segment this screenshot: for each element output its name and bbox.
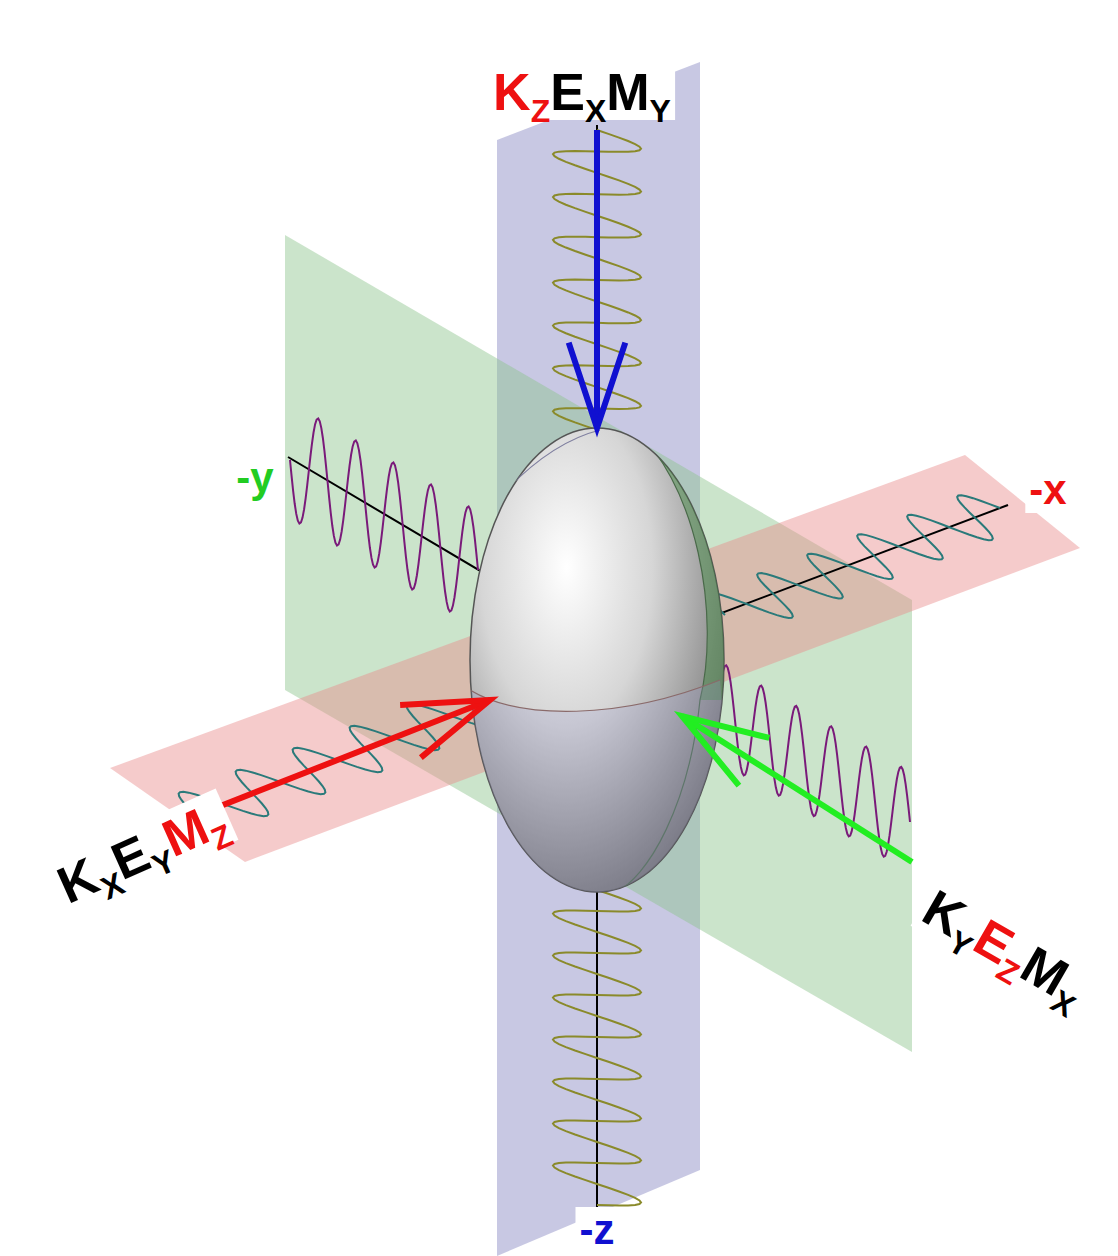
arrow-shaft [594,130,600,428]
ellipsoid-equator [470,680,720,711]
z-wave-top [553,130,641,430]
arrow-shaft [682,716,912,862]
x-arrow [190,700,490,818]
arrow-shaft [190,700,490,818]
axis-label: -x [1025,467,1070,513]
axis-label: -y [232,455,277,501]
ellipsoid [460,420,740,900]
ellipsoid-lower-sector [460,680,740,900]
x-wave-right [707,495,1000,618]
ellipsoid-green-sector [625,420,740,700]
axes [288,125,1008,1215]
y-wave-right [700,665,910,857]
arrow-head [569,343,626,428]
wave-label: KZEXMY [489,64,675,120]
z-arrow [569,130,626,428]
ellipsoid-meridian [480,430,600,520]
arrows [190,130,912,862]
wave-label: KXEYMZ [46,789,239,916]
axis-label: -z [576,1207,619,1253]
wave-label: KYEZMX [911,877,1100,1018]
y-arrow [682,716,912,862]
y-wave-left [290,419,478,612]
z-wave-bottom [553,890,641,1206]
arrow-head [682,716,769,786]
waves [179,130,1000,1206]
arrow-head [400,700,490,758]
